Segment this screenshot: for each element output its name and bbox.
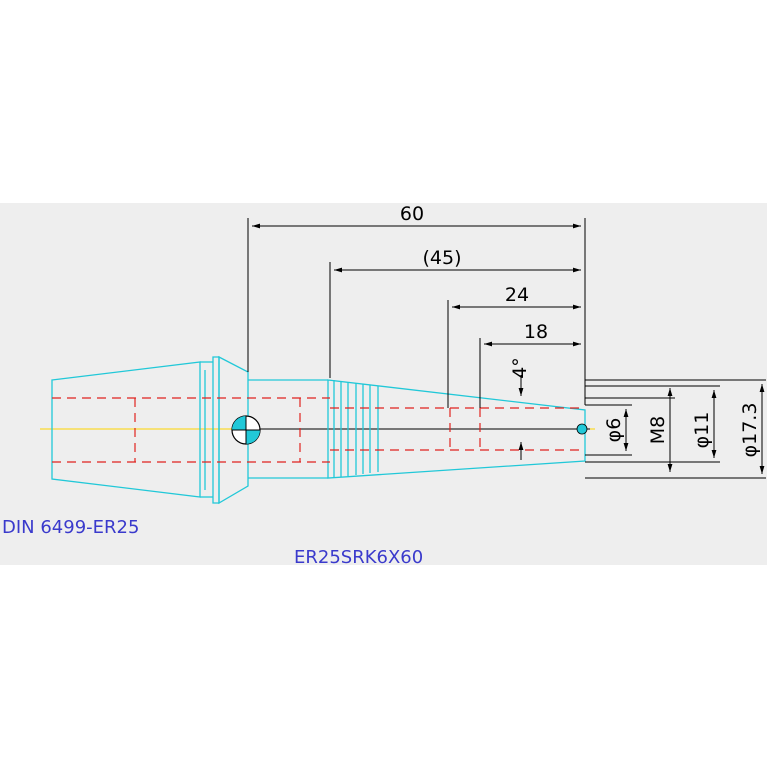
- center-mark-symbol: [231, 415, 261, 445]
- part-number-label: ER25SRK6X60: [294, 547, 423, 568]
- dim-dia-6: φ6: [603, 418, 625, 443]
- collet-standard-label: DIN 6499-ER25: [2, 517, 139, 538]
- dim-reference-length: (45): [422, 247, 461, 269]
- diameter-dimensions: [585, 379, 766, 479]
- dim-length-24: 24: [505, 284, 529, 306]
- dim-thread: M8: [647, 416, 669, 444]
- dim-dia-17-3: φ17.3: [739, 403, 761, 458]
- dim-length-18: 18: [524, 321, 548, 343]
- tip-mark-symbol: [576, 423, 588, 435]
- dim-overall-length: 60: [400, 203, 424, 225]
- collet-outline: [51, 355, 249, 505]
- hidden-lines: [52, 397, 585, 463]
- dim-angle: 4°: [509, 357, 531, 379]
- drawing-background: [0, 203, 767, 565]
- shank-outline: [248, 379, 586, 479]
- length-dimensions: [247, 218, 586, 408]
- dim-dia-11: φ11: [691, 412, 713, 449]
